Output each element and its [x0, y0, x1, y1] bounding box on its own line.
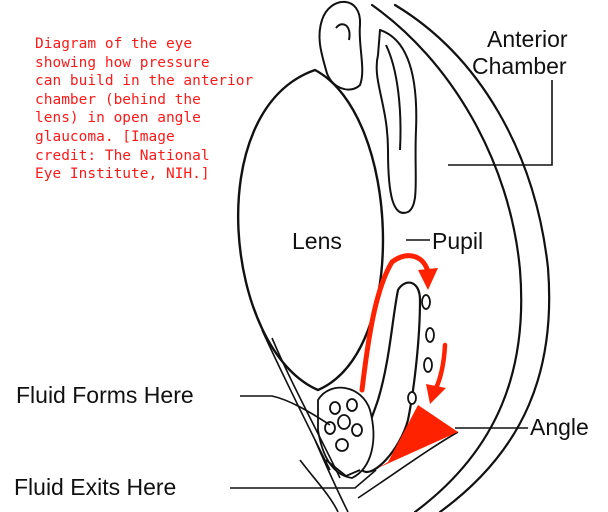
- caption-line: glaucoma. [Image: [35, 128, 285, 147]
- label-lens: Lens: [292, 230, 342, 253]
- label-angle: Angle: [530, 416, 589, 439]
- flow-arrow-downward: [436, 345, 445, 388]
- label-anterior: Anterior: [487, 28, 568, 51]
- label-chamber: Chamber: [472, 55, 567, 78]
- caption-line: Eye Institute, NIH.]: [35, 165, 285, 184]
- caption-line: can build in the anterior: [35, 72, 285, 91]
- caption-line: showing how pressure: [35, 54, 285, 73]
- diagram-caption: Diagram of the eye showing how pressure …: [35, 35, 285, 184]
- caption-line: Diagram of the eye: [35, 35, 285, 54]
- caption-line: lens) in open angle: [35, 109, 285, 128]
- flow-arrow-head-1: [418, 268, 438, 290]
- caption-line: chamber (behind the: [35, 91, 285, 110]
- label-pupil: Pupil: [432, 230, 483, 253]
- fluid-forms-leader: [240, 396, 330, 425]
- label-fluid-forms-here: Fluid Forms Here: [16, 384, 194, 407]
- caption-line: credit: The National: [35, 147, 285, 166]
- label-fluid-exits-here: Fluid Exits Here: [14, 476, 176, 499]
- anterior-chamber-leader: [448, 80, 552, 165]
- flow-arrow-head-2: [426, 384, 446, 404]
